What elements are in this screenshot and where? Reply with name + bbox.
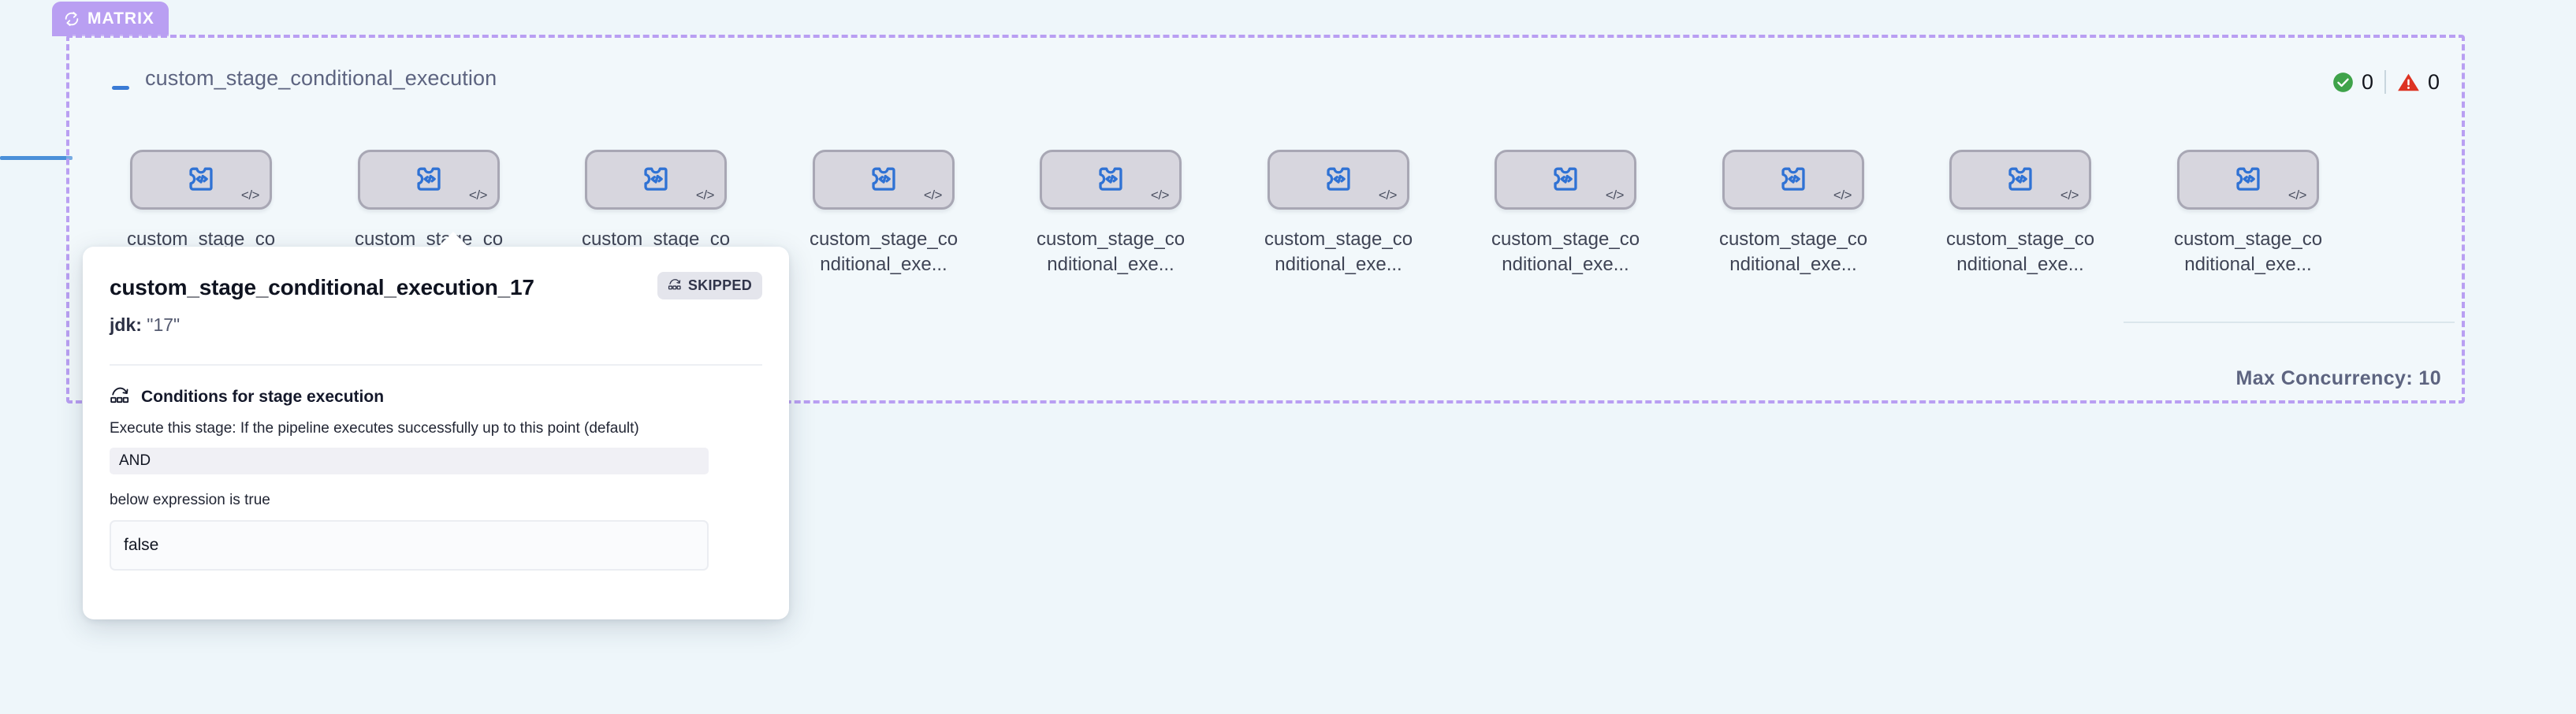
conditions-note: below expression is true [110,492,270,508]
stage-node[interactable]: </> [358,150,500,210]
loop-icon [63,10,80,28]
collapse-group-button[interactable] [109,76,132,99]
incoming-edge-connector [0,156,73,160]
success-count: 0 [2361,69,2373,94]
code-brackets-icon: </> [240,188,260,203]
code-brackets-icon: </> [1378,188,1398,203]
code-brackets-icon: </> [1833,188,1852,203]
code-brackets-icon: </> [2288,188,2307,203]
stage-node[interactable]: </> [1268,150,1409,210]
popover-parameter: jdk: "17" [110,314,762,336]
max-concurrency-label: Max Concurrency: 10 [2235,367,2441,389]
conditions-expression[interactable]: false [110,520,709,571]
stage-node[interactable]: </> [1495,150,1636,210]
status-badge-label: SKIPPED [687,277,752,293]
code-brackets-icon: </> [1605,188,1625,203]
popover-conditions-section: Conditions for stage execution Execute t… [83,366,789,571]
conditions-header: Conditions for stage execution [110,386,762,407]
stage-node[interactable]: </> [585,150,727,210]
code-brackets-icon: </> [2060,188,2079,203]
check-circle-icon [2332,72,2354,93]
stage-node[interactable]: </> [1722,150,1864,210]
warning-triangle-icon [2397,72,2420,93]
popover-arrow [437,232,469,247]
skip-stage-icon [110,386,130,407]
stage-node[interactable]: </> [2177,150,2319,210]
status-counters: 0 0 [2332,68,2440,96]
footer-divider [2124,322,2455,323]
status-badge: SKIPPED [657,272,762,299]
stage-node[interactable]: </> [1040,150,1182,210]
popover-parameter-key: jdk: [110,314,142,335]
matrix-group-badge[interactable]: MATRIX [52,2,169,36]
warning-count: 0 [2427,69,2440,94]
warning-counter: 0 [2397,70,2440,95]
stage-node[interactable]: </> [130,150,272,210]
status-divider [2384,70,2386,94]
popover-header: custom_stage_conditional_execution_17 SK… [83,247,789,366]
code-brackets-icon: </> [923,188,943,203]
code-brackets-icon: </> [468,188,488,203]
popover-section-divider [110,364,762,366]
code-brackets-icon: </> [695,188,715,203]
stage-detail-popover: custom_stage_conditional_execution_17 SK… [83,232,789,619]
matrix-group-title: custom_stage_conditional_execution [145,66,497,90]
matrix-group-badge-label: MATRIX [87,9,154,28]
success-counter: 0 [2332,70,2373,95]
conditions-operator: AND [110,448,709,474]
skip-stage-icon [668,277,682,294]
conditions-description: Execute this stage: If the pipeline exec… [110,420,639,437]
popover-parameter-value: "17" [147,314,181,335]
popover-title: custom_stage_conditional_execution_17 [110,275,534,299]
stage-node[interactable]: </> [813,150,955,210]
stage-node[interactable]: </> [1949,150,2091,210]
conditions-heading: Conditions for stage execution [141,387,385,406]
code-brackets-icon: </> [1150,188,1170,203]
minus-icon [112,85,129,90]
